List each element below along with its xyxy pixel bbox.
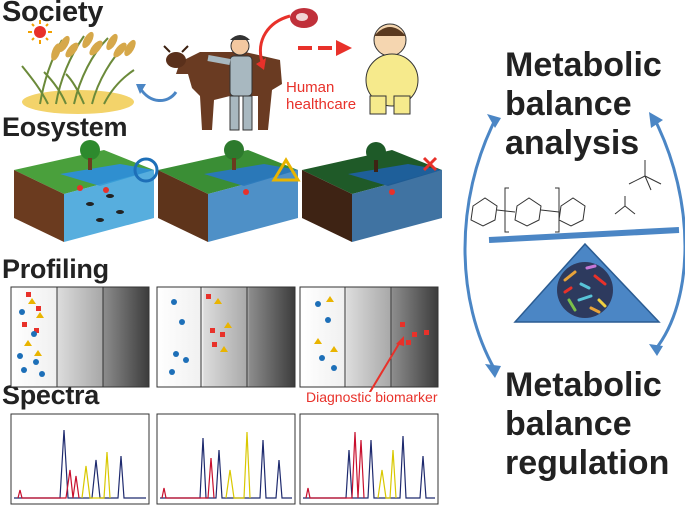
spectrum-panel-3	[299, 413, 439, 505]
ecosystem-heading: Eosystem	[2, 112, 128, 142]
spectrum-panel-1	[10, 413, 150, 505]
bad-status-cross-icon	[422, 156, 438, 172]
good-status-circle-icon	[133, 157, 159, 183]
cow-icon	[163, 45, 282, 130]
analysis-title-line3: analysis	[505, 124, 640, 162]
meat-icon	[290, 8, 318, 28]
spectra-panels	[10, 413, 439, 505]
glucan-molecule-icon	[470, 187, 586, 233]
acetate-molecule-icon	[614, 196, 636, 215]
profiling-panel-3	[299, 286, 439, 388]
profiling-panels	[10, 286, 439, 392]
society-illustration	[21, 8, 419, 131]
profiling-panel-1	[10, 286, 150, 388]
society-heading: Society	[2, 0, 104, 28]
profiling-panel-2	[156, 286, 296, 388]
sun-icon	[28, 20, 52, 44]
balance-diagram	[463, 112, 685, 378]
human-label-line2: healthcare	[286, 96, 357, 113]
regulation-title-line2: balance	[505, 405, 632, 443]
regulation-title-line1: Metabolic	[505, 366, 662, 404]
metabolic-balance-regulation-title: Metabolic balance regulation	[505, 366, 669, 483]
ecosystem-block-damaged	[302, 142, 442, 242]
human-label-line1: Human	[286, 79, 335, 96]
profiling-heading: Profiling	[2, 254, 109, 284]
microbiome-ball-icon	[557, 262, 613, 318]
rice-plant-icon	[21, 31, 136, 114]
fair-status-triangle-icon	[271, 157, 301, 182]
balance-beam	[488, 227, 680, 243]
diagnostic-biomarker-label: Diagnostic biomarker	[306, 389, 438, 405]
ecosystem-block-healthy	[14, 140, 154, 242]
ecosystem-illustration	[14, 140, 442, 242]
spectrum-panel-2	[156, 413, 296, 505]
human-healthcare-label: Human healthcare	[286, 79, 356, 113]
regulation-title-line3: regulation	[505, 444, 670, 482]
farmer-icon	[207, 35, 253, 131]
ecosystem-block-degraded	[158, 140, 298, 242]
obese-person-icon	[365, 23, 419, 115]
analysis-title-line2: balance	[505, 85, 632, 123]
analysis-title-line1: Metabolic	[505, 46, 662, 84]
tmao-molecule-icon	[628, 160, 662, 191]
metabolic-balance-analysis-title: Metabolic balance analysis	[505, 46, 662, 163]
